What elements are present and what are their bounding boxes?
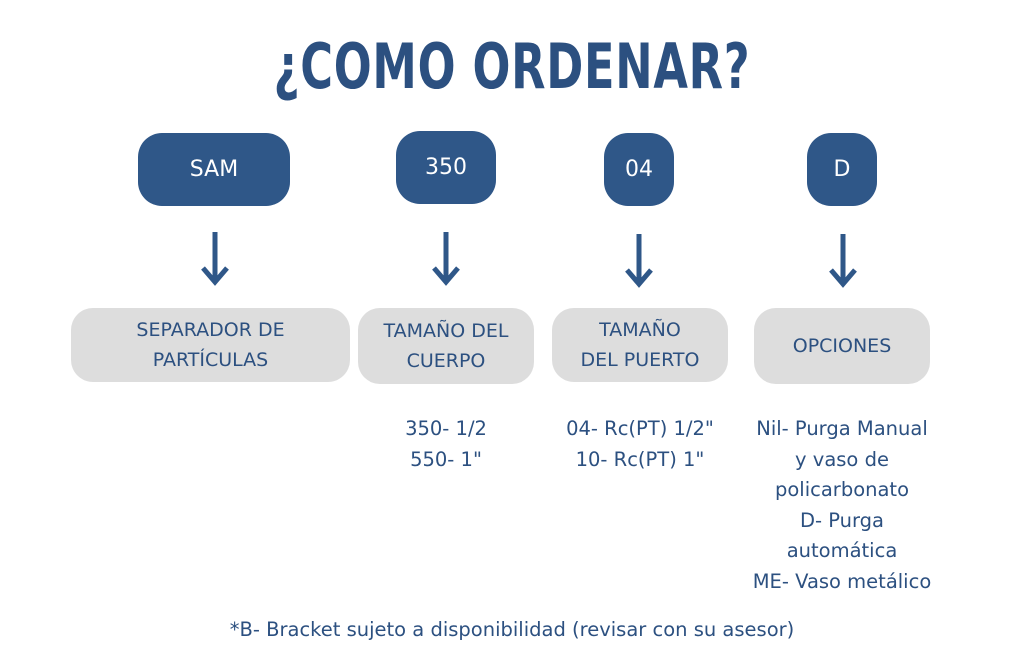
options-body-size: 350- 1/2 550- 1" — [405, 417, 487, 471]
arrow-down-icon — [201, 232, 229, 286]
arrow-down-icon — [432, 232, 460, 286]
label-series: SEPARADOR DE PARTÍCULAS — [71, 308, 350, 382]
code-box-body-size: 350 — [396, 131, 496, 204]
code-box-port-size: 04 — [604, 133, 674, 206]
label-port-size: TAMAÑO DEL PUERTO — [552, 308, 728, 382]
arrow-down-icon — [625, 234, 653, 288]
options-port-size: 04- Rc(PT) 1/2" 10- Rc(PT) 1" — [566, 417, 714, 471]
footnote: *B- Bracket sujeto a disponibilidad (rev… — [229, 618, 795, 641]
options-list: Nil- Purga Manual y vaso de policarbonat… — [752, 417, 932, 593]
label-options: OPCIONES — [754, 308, 930, 384]
arrow-down-icon — [829, 234, 857, 288]
page-title: ¿COMO ORDENAR? — [273, 30, 751, 103]
code-box-series: SAM — [138, 133, 290, 206]
label-body-size: TAMAÑO DEL CUERPO — [358, 308, 534, 384]
code-box-options: D — [807, 133, 877, 206]
